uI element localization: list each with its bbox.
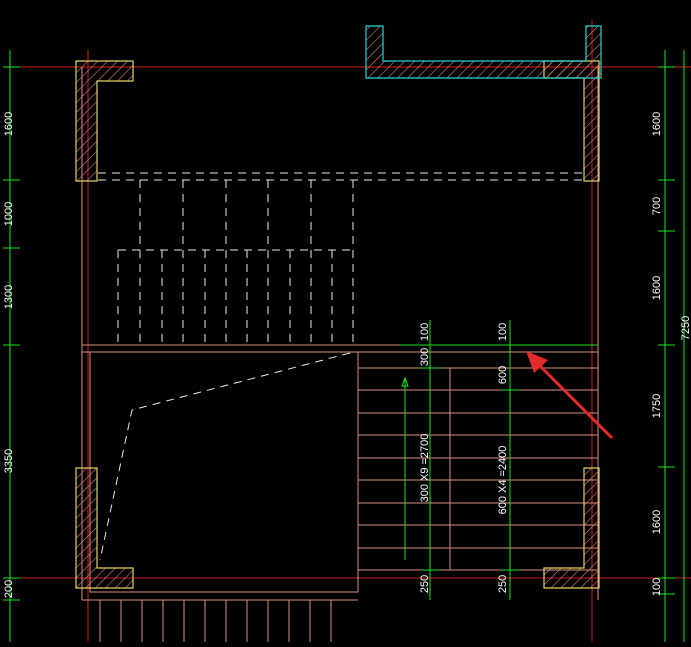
overall-dim: 7250 [680, 316, 691, 340]
column-bottom-right [543, 467, 600, 589]
stair-dim-left-3: 300 X9 =2700 [419, 434, 431, 503]
stair-dim-right-3: 600 X4 =2400 [497, 446, 509, 515]
left-dim-4: 3350 [3, 449, 15, 473]
right-dim-labels: 1600 700 1600 1750 1600 100 7250 [651, 112, 691, 596]
dashed-stair-above [98, 172, 584, 561]
stair-dim-left-1: 100 [419, 323, 431, 341]
left-dim-labels: 1600 1000 1300 3350 200 [3, 112, 15, 598]
stair-dim-left-2: 300 [419, 348, 431, 366]
left-dim-1: 1600 [3, 112, 15, 136]
left-dim-3: 1300 [3, 285, 15, 309]
right-dim-1: 1600 [651, 112, 663, 136]
right-dim-3: 1600 [651, 276, 663, 300]
column-top-right [543, 60, 600, 182]
stair-dim-right-1: 100 [497, 323, 509, 341]
left-dimension-chain [3, 50, 20, 642]
stair-dim-right-2: 600 [497, 366, 509, 384]
annotation-arrow [526, 351, 614, 440]
wall-top-cyan [365, 25, 602, 79]
right-dim-5: 1600 [651, 510, 663, 534]
stair-treads [358, 367, 598, 571]
right-dim-6: 100 [651, 578, 663, 596]
stair-dimension-lines [400, 320, 598, 600]
right-dim-2: 700 [651, 197, 663, 215]
column-top-left [75, 60, 134, 182]
bottom-stair-treads [82, 599, 358, 642]
right-dim-4: 1750 [651, 394, 663, 418]
right-dimension-chain [658, 50, 685, 642]
stair-dim-right-4: 250 [497, 575, 509, 593]
building-outline [81, 67, 599, 600]
column-bottom-left [75, 467, 134, 589]
hatched-columns [75, 25, 602, 589]
stair-dim-labels: 100 300 300 X9 =2700 250 100 600 600 X4 … [419, 323, 509, 593]
left-dim-5: 200 [3, 580, 15, 598]
stair-dim-left-4: 250 [419, 575, 431, 593]
left-dim-2: 1000 [3, 202, 15, 226]
